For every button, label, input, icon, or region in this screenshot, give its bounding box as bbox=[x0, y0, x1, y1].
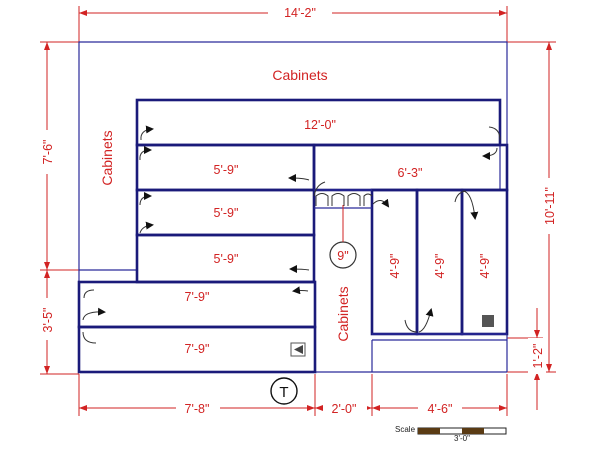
shelf-label-12-0: 12'-0" bbox=[304, 118, 336, 132]
shelf-label-5-9-b: 5'-9" bbox=[214, 206, 239, 220]
dimension-right-height: 10'-11" bbox=[507, 41, 558, 373]
square-marker bbox=[482, 315, 494, 327]
shelving bbox=[77, 98, 509, 374]
cabinets-center-label: Cabinets bbox=[335, 286, 351, 341]
shelf-label-5-9-a: 5'-9" bbox=[214, 163, 239, 177]
cabinets-left-label: Cabinets bbox=[99, 130, 115, 185]
shelf-labels: 12'-0" 5'-9" 6'-3" 5'-9" 5'-9" 7'-9" 7'-… bbox=[185, 118, 492, 356]
dimension-right-small: 1'-2" bbox=[507, 308, 546, 410]
scalloped-opening bbox=[315, 193, 373, 206]
shelf-label-5-9-c: 5'-9" bbox=[214, 252, 239, 266]
dimension-right-small-label: 1'-2" bbox=[531, 344, 545, 369]
circle-marker-9in: 9" bbox=[329, 205, 357, 269]
shelf-label-4-9-a: 4'-9" bbox=[388, 254, 402, 279]
dimension-bottom: 7'-8" 2'-0" 4'-6" bbox=[78, 374, 508, 416]
dimension-right-label: 10'-11" bbox=[543, 187, 557, 225]
scale-bar: Scale 3'-0" bbox=[395, 425, 507, 443]
dimension-bottom-mid-label: 2'-0" bbox=[332, 402, 357, 416]
shelf-7-9-a bbox=[77, 280, 317, 329]
dimension-left-lower: 3'-5" bbox=[38, 269, 137, 375]
dimension-left-lower-label: 3'-5" bbox=[41, 308, 55, 333]
dimension-top-label: 14'-2" bbox=[284, 6, 316, 20]
shelf-label-7-9-b: 7'-9" bbox=[185, 342, 210, 356]
cabinets-top-label: Cabinets bbox=[272, 67, 327, 83]
circle-marker-label: 9" bbox=[337, 249, 348, 263]
t-marker: T bbox=[270, 377, 298, 405]
shelf-label-4-9-c: 4'-9" bbox=[478, 254, 492, 279]
dimension-top-width: 14'-2" bbox=[78, 4, 508, 42]
room-outline bbox=[78, 41, 508, 373]
scale-value: 3'-0" bbox=[454, 434, 470, 443]
dimension-left-upper-label: 7'-6" bbox=[41, 140, 55, 165]
shelf-label-4-9-b: 4'-9" bbox=[433, 254, 447, 279]
dimension-left-upper: 7'-6" bbox=[38, 41, 79, 270]
shelf-label-7-9-a: 7'-9" bbox=[185, 290, 210, 304]
triangle-marker bbox=[290, 342, 306, 357]
shelf-label-6-3: 6'-3" bbox=[398, 166, 423, 180]
dimension-bottom-left-label: 7'-8" bbox=[185, 402, 210, 416]
door-swings bbox=[82, 125, 501, 344]
dimension-bottom-right-label: 4'-6" bbox=[428, 402, 453, 416]
t-marker-label: T bbox=[279, 384, 288, 401]
scale-label: Scale bbox=[395, 425, 416, 434]
shelf-7-9-b bbox=[77, 325, 317, 374]
